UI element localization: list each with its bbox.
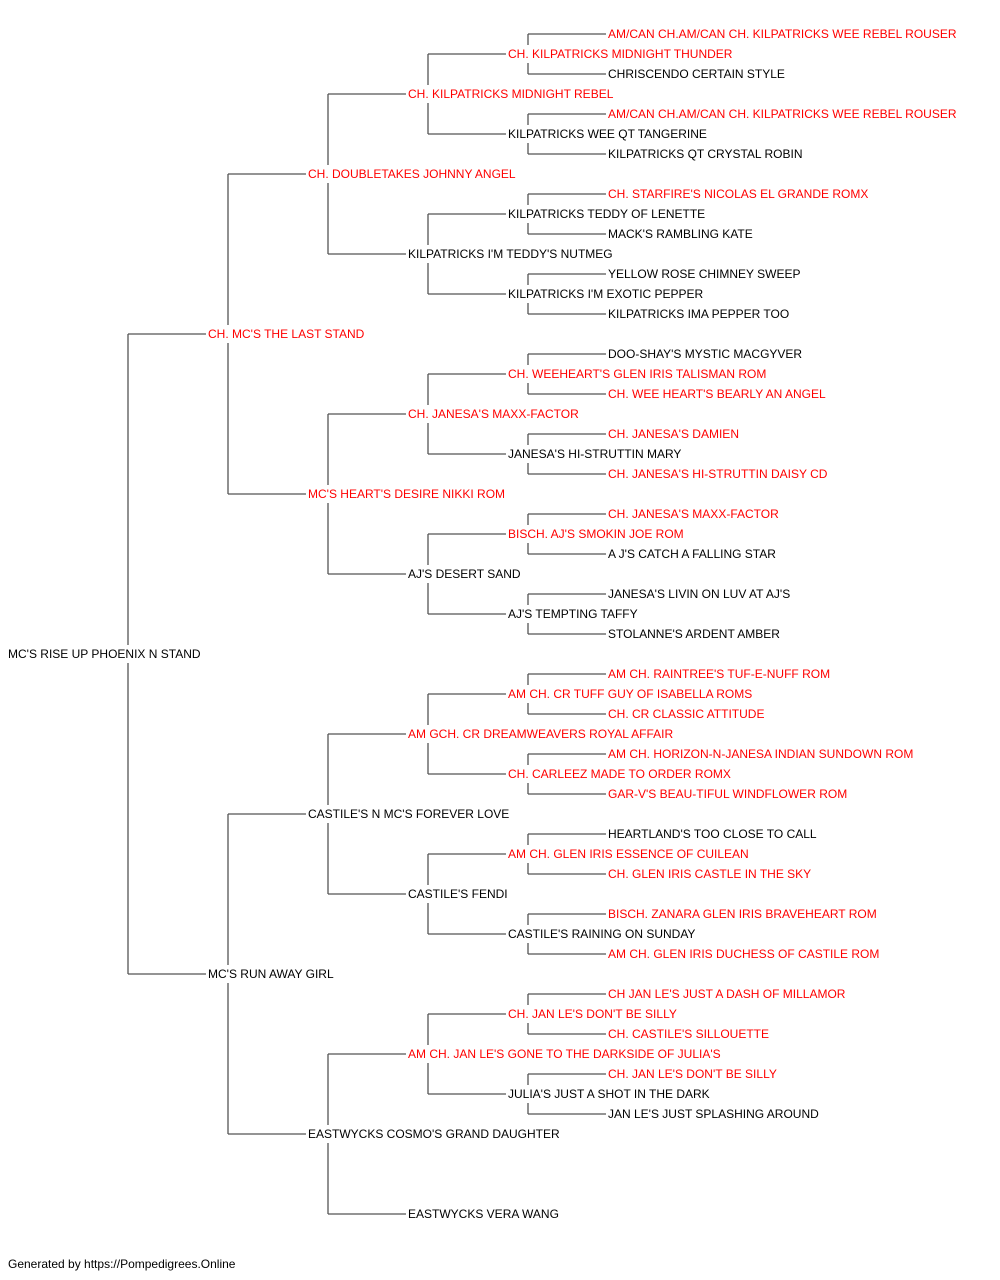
- ancestor-name: STOLANNE'S ARDENT AMBER: [608, 627, 780, 641]
- ancestor-name: YELLOW ROSE CHIMNEY SWEEP: [608, 267, 801, 281]
- ancestor-name: CH. JANESA'S MAXX-FACTOR: [408, 407, 579, 421]
- ancestor-name: MACK'S RAMBLING KATE: [608, 227, 753, 241]
- ancestor-name: JANESA'S HI-STRUTTIN MARY: [508, 447, 681, 461]
- ancestor-name: CH. STARFIRE'S NICOLAS EL GRANDE ROMX: [608, 187, 868, 201]
- ancestor-name: CH. JAN LE'S DON'T BE SILLY: [608, 1067, 777, 1081]
- ancestor-name: GAR-V'S BEAU-TIFUL WINDFLOWER ROM: [608, 787, 847, 801]
- ancestor-name: AM/CAN CH.AM/CAN CH. KILPATRICKS WEE REB…: [608, 107, 957, 121]
- ancestor-name: CASTILE'S N MC'S FOREVER LOVE: [308, 807, 509, 821]
- ancestor-name: CHRISCENDO CERTAIN STYLE: [608, 67, 785, 81]
- ancestor-name: KILPATRICKS I'M TEDDY'S NUTMEG: [408, 247, 613, 261]
- ancestor-name: CH JAN LE'S JUST A DASH OF MILLAMOR: [608, 987, 846, 1001]
- ancestor-name: AJ'S TEMPTING TAFFY: [508, 607, 638, 621]
- ancestor-name: EASTWYCKS COSMO'S GRAND DAUGHTER: [308, 1127, 560, 1141]
- ancestor-name: CH. JANESA'S DAMIEN: [608, 427, 739, 441]
- ancestor-name: AM CH. RAINTREE'S TUF-E-NUFF ROM: [608, 667, 830, 681]
- ancestor-name: MC'S HEART'S DESIRE NIKKI ROM: [308, 487, 505, 501]
- footer-credit: Generated by https://Pompedigrees.Online: [8, 1257, 236, 1271]
- subject-dog-name: MC'S RISE UP PHOENIX N STAND: [8, 647, 201, 661]
- ancestor-name: CH. JAN LE'S DON'T BE SILLY: [508, 1007, 677, 1021]
- ancestor-name: AM GCH. CR DREAMWEAVERS ROYAL AFFAIR: [408, 727, 673, 741]
- ancestor-name: AM CH. GLEN IRIS ESSENCE OF CUILEAN: [508, 847, 749, 861]
- ancestor-name: KILPATRICKS WEE QT TANGERINE: [508, 127, 707, 141]
- ancestor-name: EASTWYCKS VERA WANG: [408, 1207, 559, 1221]
- ancestor-name: CASTILE'S RAINING ON SUNDAY: [508, 927, 695, 941]
- ancestor-name: CH. WEE HEART'S BEARLY AN ANGEL: [608, 387, 826, 401]
- ancestor-name: A J'S CATCH A FALLING STAR: [608, 547, 776, 561]
- ancestor-name: AM/CAN CH.AM/CAN CH. KILPATRICKS WEE REB…: [608, 27, 957, 41]
- ancestor-name: CH. GLEN IRIS CASTLE IN THE SKY: [608, 867, 811, 881]
- ancestor-name: CH. JANESA'S HI-STRUTTIN DAISY CD: [608, 467, 828, 481]
- ancestor-name: CH. KILPATRICKS MIDNIGHT REBEL: [408, 87, 614, 101]
- ancestor-name: AM CH. CR TUFF GUY OF ISABELLA ROMS: [508, 687, 752, 701]
- ancestor-name: CH. KILPATRICKS MIDNIGHT THUNDER: [508, 47, 733, 61]
- ancestor-name: KILPATRICKS QT CRYSTAL ROBIN: [608, 147, 803, 161]
- ancestor-name: CH. MC'S THE LAST STAND: [208, 327, 365, 341]
- ancestor-name: CASTILE'S FENDI: [408, 887, 508, 901]
- ancestor-name: CH. JANESA'S MAXX-FACTOR: [608, 507, 779, 521]
- ancestor-name: KILPATRICKS IMA PEPPER TOO: [608, 307, 789, 321]
- ancestor-name: HEARTLAND'S TOO CLOSE TO CALL: [608, 827, 817, 841]
- ancestor-name: JAN LE'S JUST SPLASHING AROUND: [608, 1107, 819, 1121]
- ancestor-name: CH. CARLEEZ MADE TO ORDER ROMX: [508, 767, 731, 781]
- ancestor-name: DOO-SHAY'S MYSTIC MACGYVER: [608, 347, 802, 361]
- ancestor-name: JULIA'S JUST A SHOT IN THE DARK: [508, 1087, 710, 1101]
- ancestor-name: CH. DOUBLETAKES JOHNNY ANGEL: [308, 167, 516, 181]
- ancestor-name: KILPATRICKS I'M EXOTIC PEPPER: [508, 287, 704, 301]
- ancestor-name: CH. CR CLASSIC ATTITUDE: [608, 707, 764, 721]
- ancestor-name: KILPATRICKS TEDDY OF LENETTE: [508, 207, 705, 221]
- ancestor-name: CH. WEEHEART'S GLEN IRIS TALISMAN ROM: [508, 367, 766, 381]
- ancestor-name: MC'S RUN AWAY GIRL: [208, 967, 334, 981]
- ancestor-name: BISCH. AJ'S SMOKIN JOE ROM: [508, 527, 684, 541]
- ancestor-name: BISCH. ZANARA GLEN IRIS BRAVEHEART ROM: [608, 907, 877, 921]
- ancestor-name: AJ'S DESERT SAND: [408, 567, 521, 581]
- ancestor-name: AM CH. HORIZON-N-JANESA INDIAN SUNDOWN R…: [608, 747, 913, 761]
- ancestor-name: AM CH. JAN LE'S GONE TO THE DARKSIDE OF …: [408, 1047, 721, 1061]
- ancestor-name: CH. CASTILE'S SILLOUETTE: [608, 1027, 769, 1041]
- ancestor-name: JANESA'S LIVIN ON LUV AT AJ'S: [608, 587, 790, 601]
- ancestor-name: AM CH. GLEN IRIS DUCHESS OF CASTILE ROM: [608, 947, 879, 961]
